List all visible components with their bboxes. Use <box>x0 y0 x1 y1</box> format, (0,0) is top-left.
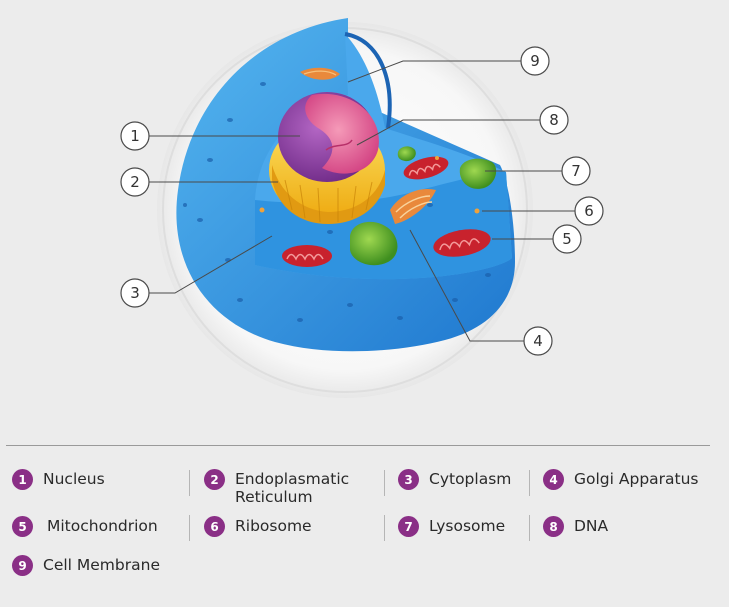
legend-badge-6: 6 <box>204 516 225 537</box>
legend-separator <box>384 470 385 496</box>
legend-divider <box>6 445 710 446</box>
cell-diagram: 1 2 3 4 5 6 7 8 9 <box>120 18 604 398</box>
membrane-rim <box>344 32 392 129</box>
legend-item-cytoplasm: 3 Cytoplasm <box>398 469 512 490</box>
legend-label-cell-membrane: Cell Membrane <box>43 556 160 574</box>
legend-item-lysosome: 7 Lysosome <box>398 516 506 537</box>
lysosome-a <box>350 221 398 266</box>
mitochondrion-b <box>433 229 491 257</box>
callout-3: 3 <box>120 278 150 308</box>
svg-text:3: 3 <box>130 284 140 302</box>
legend-item-ribosome: 6 Ribosome <box>204 516 312 537</box>
mitochondrion-c <box>282 245 332 267</box>
svg-text:6: 6 <box>584 202 594 220</box>
svg-text:9: 9 <box>530 52 540 70</box>
svg-text:1: 1 <box>130 127 140 145</box>
legend-badge-2: 2 <box>204 469 225 490</box>
callout-7: 7 <box>561 156 591 186</box>
legend-label-ribosome: Ribosome <box>235 517 312 535</box>
lysosome-b <box>459 158 497 189</box>
svg-text:2: 2 <box>130 173 140 191</box>
legend-separator <box>529 515 530 541</box>
legend-item-nucleus: 1 Nucleus <box>12 469 105 490</box>
svg-text:7: 7 <box>571 162 581 180</box>
golgi-top <box>300 67 340 80</box>
legend-badge-7: 7 <box>398 516 419 537</box>
legend-badge-4: 4 <box>543 469 564 490</box>
ribosomes <box>259 156 480 214</box>
legend-badge-8: 8 <box>543 516 564 537</box>
callout-8: 8 <box>539 105 569 135</box>
legend-badge-9: 9 <box>12 555 33 576</box>
legend-item-cell-membrane: 9 Cell Membrane <box>12 555 160 576</box>
legend-item-dna: 8 DNA <box>543 516 609 537</box>
legend-badge-5: 5 <box>12 516 33 537</box>
legend-item-endoplasmatic-reticulum: 2 Endoplasmatic Reticulum <box>204 469 350 506</box>
callout-2: 2 <box>120 167 150 197</box>
legend-badge-1: 1 <box>12 469 33 490</box>
legend-separator <box>189 515 190 541</box>
legend-separator <box>384 515 385 541</box>
legend-item-mitochondrion: 5 Mitochondrion <box>12 516 158 537</box>
nucleus <box>269 92 385 224</box>
legend-item-golgi-apparatus: 4 Golgi Apparatus <box>543 469 699 490</box>
legend-label-mitochondrion: Mitochondrion <box>47 517 158 535</box>
callout-5: 5 <box>552 224 582 254</box>
callout-4: 4 <box>523 326 553 356</box>
legend-label-golgi-apparatus: Golgi Apparatus <box>574 470 699 488</box>
legend-label-dna: DNA <box>574 517 609 535</box>
callout-1: 1 <box>120 121 150 151</box>
lysosome-c <box>397 146 416 162</box>
svg-text:4: 4 <box>533 332 543 350</box>
legend-separator <box>189 470 190 496</box>
golgi-apparatus <box>390 188 436 224</box>
svg-text:8: 8 <box>549 111 559 129</box>
legend-label-endoplasmatic-reticulum: Endoplasmatic Reticulum <box>235 470 350 506</box>
legend-separator <box>529 470 530 496</box>
svg-text:5: 5 <box>562 230 572 248</box>
callout-9: 9 <box>520 46 550 76</box>
legend-badge-3: 3 <box>398 469 419 490</box>
callout-6: 6 <box>574 196 604 226</box>
legend-label-cytoplasm: Cytoplasm <box>429 470 512 488</box>
leader-lines <box>149 60 575 342</box>
legend-label-nucleus: Nucleus <box>43 470 105 488</box>
legend-label-lysosome: Lysosome <box>429 517 506 535</box>
mitochondrion-a <box>403 156 449 180</box>
